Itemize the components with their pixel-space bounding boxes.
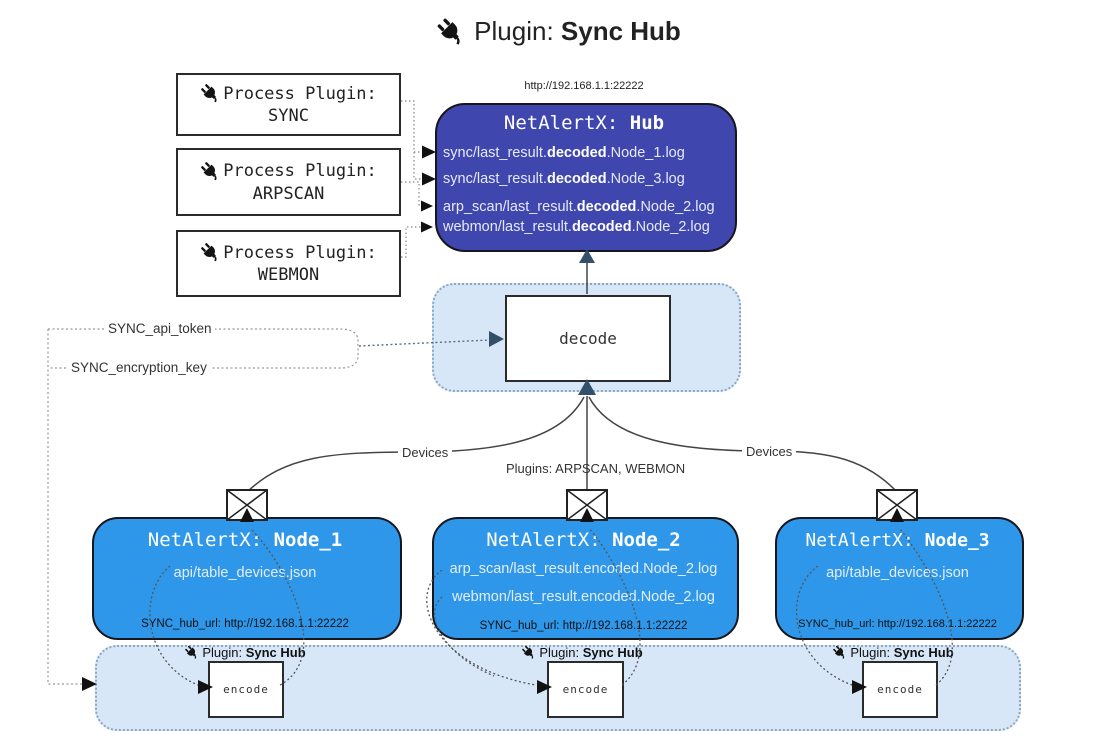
process-plugin-label: Process Plugin: — [223, 242, 377, 263]
node-file-line: api/table_devices.json — [173, 565, 317, 581]
arrowhead-hub-line-1 — [422, 145, 436, 159]
process-plugin-box-sync: Process Plugin: SYNC — [176, 73, 401, 136]
hub-log-line: sync/last_result.decoded.Node_3.log — [443, 171, 685, 187]
process-plugin-name: SYNC — [268, 106, 309, 126]
plug-icon — [200, 161, 221, 182]
hub-log-line: webmon/last_result.decoded.Node_2.log — [443, 219, 710, 235]
hub-log-line: arp_scan/last_result.decoded.Node_2.log — [443, 199, 715, 215]
hub-log-line: sync/last_result.decoded.Node_1.log — [443, 145, 685, 161]
encode-box-1: encode — [208, 661, 284, 718]
encode-plugin-label-3: Plugin: Sync Hub — [832, 645, 954, 660]
encode-plugin-label-2: Plugin: Sync Hub — [521, 645, 643, 660]
plug-icon — [184, 645, 199, 660]
process-plugin-label: Process Plugin: — [223, 83, 377, 104]
process-plugin-box-arpscan: Process Plugin: ARPSCAN — [176, 148, 401, 216]
config-label-encryption-key: SYNC_encryption_key — [68, 360, 210, 375]
process-plugin-label: Process Plugin: — [223, 161, 377, 181]
node-hub-url-3: SYNC_hub_url: http://192.168.1.1:22222 — [798, 618, 997, 630]
node-file-line: arp_scan/last_result.encoded.Node_2.log — [449, 561, 718, 577]
arrowhead-hub-line-4 — [421, 221, 433, 233]
edge-label-plugins: Plugins: ARPSCAN, WEBMON — [506, 461, 686, 476]
node-hub-url-1: SYNC_hub_url: http://192.168.1.1:22222 — [141, 618, 349, 630]
plug-icon — [832, 645, 847, 660]
plug-icon — [200, 242, 221, 263]
process-plugin-name: WEBMON — [257, 265, 320, 285]
page-title-prefix: Plugin: — [474, 16, 561, 46]
hub-title: NetAlertX: Hub — [503, 112, 665, 134]
plug-icon — [436, 17, 466, 47]
process-plugin-box-webmon: Process Plugin: WEBMON — [176, 230, 401, 297]
config-left-drop-path — [47, 329, 82, 685]
process-plugin-name: ARPSCAN — [252, 183, 325, 204]
page-title: Plugin: Sync Hub — [0, 16, 1117, 47]
node-box-1 — [92, 517, 402, 640]
hub-url: http://192.168.1.1:22222 — [524, 80, 644, 92]
node-hub-url-2: SYNC_hub_url: http://192.168.1.1:22222 — [479, 620, 688, 632]
node-title-1: NetAlertX: Node_1 — [147, 529, 343, 551]
node-file-line: api/table_devices.json — [826, 565, 969, 581]
encode-box-3: encode — [862, 661, 938, 718]
plug-icon — [521, 645, 536, 660]
node-file-line: webmon/last_result.encoded.Node_2.log — [452, 589, 715, 605]
node-title-3: NetAlertX: Node_3 — [805, 530, 990, 551]
hub-box — [435, 103, 737, 252]
page-title-name: Sync Hub — [560, 16, 681, 46]
edge-label-devices-right: Devices — [742, 444, 797, 459]
plug-icon — [200, 83, 221, 104]
node-title-2: NetAlertX: Node_2 — [486, 529, 681, 551]
encode-plugin-label-1: Plugin: Sync Hub — [184, 645, 306, 660]
arrowhead-hub-line-2 — [422, 172, 436, 186]
edge-label-devices-left: Devices — [398, 445, 453, 460]
encode-box-2: encode — [547, 661, 624, 718]
decode-box: decode — [505, 295, 671, 382]
arrowhead-hub-line-3 — [421, 200, 433, 212]
config-label-api-token: SYNC_api_token — [105, 321, 215, 336]
